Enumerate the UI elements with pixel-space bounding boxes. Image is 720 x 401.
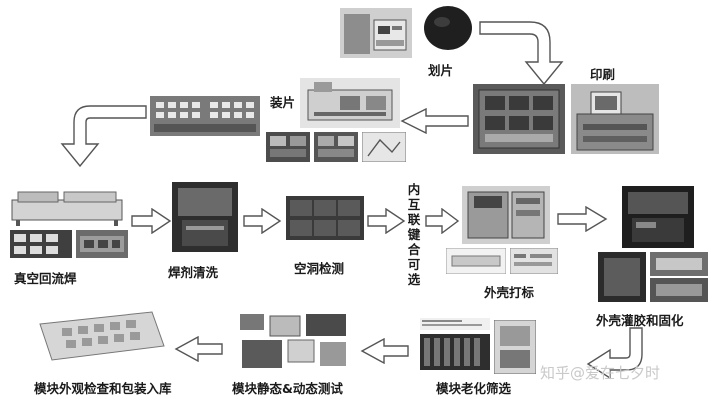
vacuum-reflow-oven-photo <box>8 186 126 228</box>
arrow-aging-to-test <box>360 338 409 364</box>
label-mounting: 装片 <box>270 95 296 110</box>
label-wire-bonding: 内 互 联 键 合 可 选 <box>407 182 421 287</box>
potting-machine-photo <box>622 186 694 248</box>
inspection-packaging-tray-photo <box>34 304 168 366</box>
arrow-bonding-to-marking <box>425 208 460 234</box>
aging-screening-equipment-photo <box>418 316 492 372</box>
label-housing-marking: 外壳打标 <box>484 285 535 300</box>
dicing-machine-photo <box>340 8 412 58</box>
mounting-machine-photo <box>300 78 400 128</box>
flux-cleaning-machine-photo <box>172 182 238 252</box>
watermark: 知乎@爱在七夕时 <box>540 362 660 383</box>
label-static-dynamic-test: 模块静态&动态测试 <box>232 381 343 396</box>
printing-screen-photo <box>473 84 565 154</box>
arrow-printing-to-mounting <box>400 108 469 134</box>
void-inspection-image-photo <box>286 196 364 240</box>
watermark-author: @爱在七夕时 <box>570 364 661 382</box>
label-inspection-packaging: 模块外观检查和包装入库 <box>34 381 172 396</box>
watermark-site: 知乎 <box>540 364 571 382</box>
marking-sample-1-photo <box>446 248 506 274</box>
label-potting-curing: 外壳灌胶和固化 <box>596 313 684 328</box>
arrow-dicing-to-printing <box>479 21 564 86</box>
mounting-sample-2-photo <box>314 132 358 162</box>
label-printing: 印刷 <box>590 67 616 82</box>
mounting-sample-3-photo <box>362 132 406 162</box>
arrow-marking-to-potting <box>557 206 608 232</box>
reflow-sample-1-photo <box>10 230 72 258</box>
wafer-photo <box>420 4 476 54</box>
housing-marking-machine-photo <box>462 186 550 244</box>
label-vacuum-reflow: 真空回流焊 <box>14 271 77 286</box>
aging-cabinet-photo <box>494 320 536 374</box>
arrow-potting-to-aging <box>586 327 643 380</box>
potting-sample-3-photo <box>650 278 708 302</box>
label-dicing: 划片 <box>428 63 454 78</box>
arrow-mounting-to-reflow <box>60 105 147 168</box>
arrow-void-to-bonding <box>367 208 406 234</box>
arrow-cleaning-to-void <box>243 208 282 234</box>
mounting-strip-photo <box>150 96 260 136</box>
label-aging-screening: 模块老化筛选 <box>436 381 512 396</box>
potting-sample-1-photo <box>598 252 646 302</box>
label-flux-cleaning: 焊剂清洗 <box>168 265 219 280</box>
marking-sample-2-photo <box>510 248 558 274</box>
static-dynamic-test-setup-photo <box>236 310 352 374</box>
label-void-inspection: 空洞检测 <box>294 261 345 276</box>
arrow-test-to-packaging <box>174 336 223 362</box>
reflow-sample-2-photo <box>76 230 128 258</box>
mounting-sample-1-photo <box>266 132 310 162</box>
arrow-reflow-to-cleaning <box>131 208 172 234</box>
printing-machine-photo <box>571 84 659 154</box>
potting-sample-2-photo <box>650 252 708 276</box>
